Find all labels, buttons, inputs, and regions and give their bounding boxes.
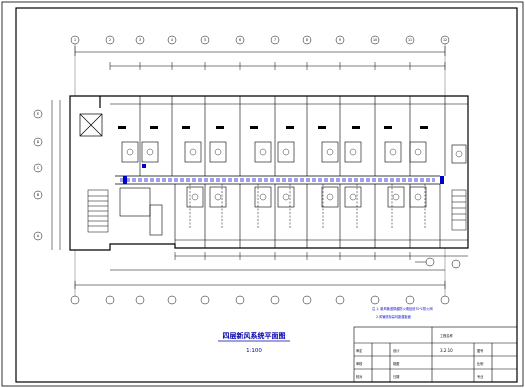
column-label-6: 6: [239, 38, 241, 42]
column-label-10: 10: [373, 38, 377, 42]
title-block-project: 工程名称: [440, 333, 454, 338]
title-block: [353, 326, 518, 383]
title-block-left-row-2: 审核: [356, 361, 363, 366]
lower-guest-rooms: [174, 184, 468, 248]
drawing-title: 四层新风系统平面图: [223, 331, 286, 340]
section-markers: [415, 257, 461, 269]
column-label-12: 12: [443, 38, 447, 42]
upper-bathroom-units: [121, 141, 467, 164]
column-label-7: 7: [274, 38, 276, 42]
row-label-e: E: [37, 112, 39, 116]
row-label-d: D: [37, 140, 40, 144]
upper-guest-rooms: [110, 96, 468, 176]
row-label-c: C: [37, 166, 40, 170]
fire-damper-markers: [123, 164, 444, 184]
left-staircase: [87, 189, 109, 233]
column-label-8: 8: [306, 38, 308, 42]
column-axis-labels: 1 2 3 4 5 6 7 8 9 10 11 12: [74, 38, 447, 42]
title-block-mid-row-2: 制图: [393, 361, 399, 366]
title-block-mid-row-3: 日期: [393, 374, 399, 379]
column-label-11: 11: [408, 38, 412, 42]
corridor: [115, 175, 440, 185]
upper-bathroom-fixtures: [126, 148, 463, 158]
title-block-drawing-number: 3.2.10: [440, 348, 453, 353]
upper-room-tags: [118, 126, 428, 129]
column-label-3: 3: [139, 38, 141, 42]
elevator-shaft: [79, 113, 103, 137]
column-label-1: 1: [74, 38, 76, 42]
bottom-dimension-ticks: [74, 252, 446, 289]
title-block-left-row-3: 校对: [356, 374, 363, 379]
row-label-b: B: [37, 193, 39, 197]
lower-bathroom-units: [186, 186, 427, 208]
fresh-air-main-duct: [120, 178, 435, 182]
fresh-air-branch-ducts: [189, 184, 426, 228]
top-dimension-ticks: [109, 62, 446, 70]
title-block-right-row-1: 图号: [477, 348, 483, 353]
building-outline: [69, 95, 469, 251]
sheet-inner-border: [15, 7, 518, 383]
column-label-9: 9: [339, 38, 341, 42]
row-axis-labels: A B C D E: [37, 112, 40, 238]
column-axis-markers-bottom: [70, 295, 450, 305]
extension-lines: [74, 44, 446, 296]
service-room: [119, 187, 163, 236]
row-axis-markers-left: [33, 109, 43, 241]
title-block-left-row-1: 审定: [356, 348, 363, 353]
column-label-5: 5: [204, 38, 206, 42]
column-axis-markers-top: [70, 35, 450, 45]
title-block-mid-row-1: 设计: [393, 348, 400, 353]
row-label-a: A: [37, 234, 40, 238]
note-line-2: 2.风管底标高均距楼板面: [376, 314, 411, 319]
left-dimension-lines: [51, 100, 61, 250]
title-block-right-row-2: 比例: [477, 361, 483, 366]
title-block-right-row-3: 专业: [477, 374, 483, 379]
top-dimension-lines: [74, 46, 446, 67]
drawing-scale: 1:100: [246, 348, 262, 354]
lower-bathroom-fixtures: [191, 193, 422, 201]
bottom-dimension-lines: [75, 255, 468, 286]
note-line-1: 注 1. 新风管道穿越防火墙处设70℃防火阀: [372, 306, 433, 311]
right-staircase: [451, 189, 467, 231]
column-label-2: 2: [109, 38, 111, 42]
column-label-4: 4: [171, 38, 173, 42]
